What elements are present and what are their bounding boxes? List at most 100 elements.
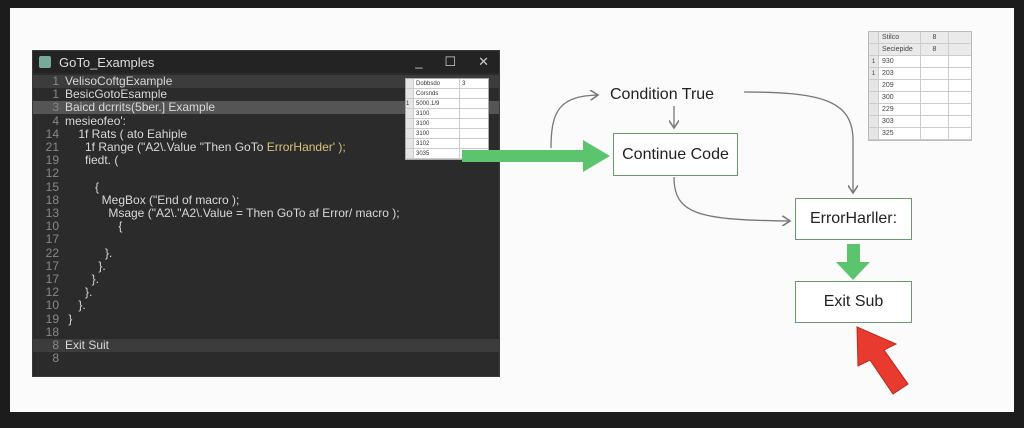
code-text: }.: [65, 245, 113, 260]
code-line[interactable]: 17 }.: [33, 258, 499, 273]
code-line[interactable]: 12 }.: [33, 286, 499, 299]
table-cell: 229: [879, 104, 921, 115]
code-line[interactable]: 17 }.: [33, 273, 499, 286]
table-cell: [921, 68, 949, 79]
code-text: VelisoCoftgExample: [65, 74, 173, 88]
code-text: Exit Suit: [65, 338, 110, 352]
line-number: 4: [52, 113, 59, 128]
line-number: 19: [45, 311, 59, 326]
code-line[interactable]: 17: [33, 233, 499, 246]
table-cell: Seciepide: [879, 44, 921, 55]
line-number: 15: [45, 179, 59, 194]
code-text: {: [65, 219, 123, 234]
line-number: 19: [45, 153, 59, 168]
mini-table-cell: Corsnds: [414, 89, 460, 98]
arrow-to-condition: [550, 95, 598, 149]
table-cell: [869, 44, 879, 55]
table-cell: 930: [879, 56, 921, 67]
code-text: }.: [65, 272, 100, 286]
line-number: 21: [45, 140, 59, 154]
table-cell: 1: [869, 68, 879, 79]
table-cell: [869, 116, 879, 127]
mini-table-row: 3100: [406, 129, 488, 139]
line-number: 17: [45, 232, 59, 247]
table-cell: [869, 32, 879, 43]
line-number: 1: [52, 87, 59, 102]
table-row: 229: [869, 104, 971, 116]
table-cell: [869, 80, 879, 91]
code-line[interactable]: 8 Exit Suit: [33, 339, 499, 352]
table-cell: [869, 128, 879, 139]
exit-sub-box: Exit Sub: [795, 281, 912, 323]
mini-table-cell: [406, 79, 414, 88]
code-line[interactable]: 18: [33, 324, 499, 339]
table-row: 325: [869, 128, 971, 140]
code-line[interactable]: 10 {: [33, 220, 499, 233]
mini-table-cell: [406, 119, 414, 128]
line-number: 12: [45, 285, 59, 300]
green-arrow-icon: [462, 140, 610, 172]
mini-table-cell: [406, 139, 414, 148]
table-cell: [921, 80, 949, 91]
code-line[interactable]: 13 Msage ("A2\."A2\.Value = Then GoTo af…: [33, 207, 499, 220]
red-pointer-arrow-icon: [856, 326, 909, 395]
code-line[interactable]: 12: [33, 167, 499, 180]
mini-table-cell: [406, 129, 414, 138]
mini-table-cell: 1: [406, 99, 414, 108]
table-cell: [921, 56, 949, 67]
mini-table-cell: 3100: [414, 109, 460, 118]
code-line[interactable]: 14 1f Rats ( ato Eahiple: [33, 126, 499, 141]
table-cell: 8: [921, 44, 949, 55]
code-line[interactable]: 18 MegBox ("End of macro );: [33, 192, 499, 207]
error-handler-box: ErrorHarller:: [795, 198, 912, 240]
close-button[interactable]: ✕: [478, 54, 489, 69]
table-cell: 300: [879, 92, 921, 103]
table-cell: [921, 128, 949, 139]
code-text: }: [65, 311, 73, 326]
code-text: 1f Rats ( ato Eahiple: [65, 126, 188, 141]
maximize-button[interactable]: ☐: [444, 54, 457, 69]
code-line[interactable]: 22 }.: [33, 245, 499, 260]
line-number: 3: [52, 100, 59, 115]
code-line[interactable]: 19 fiedt. (: [33, 154, 499, 167]
table-cell: [921, 104, 949, 115]
condition-true-label: Condition True: [610, 86, 715, 103]
table-cell: 203: [879, 68, 921, 79]
line-number: 8: [52, 351, 59, 366]
mini-table-cell: 3035: [414, 149, 460, 158]
code-line[interactable]: 8: [33, 352, 499, 365]
code-text: }.: [65, 298, 86, 313]
code-text: }.: [65, 258, 106, 273]
line-number: 18: [45, 192, 59, 207]
code-line[interactable]: 15 {: [33, 179, 499, 194]
minimize-button[interactable]: _: [415, 54, 423, 69]
code-line[interactable]: 21 1f Range ("A2\.Value "Then GoTo Error…: [33, 141, 499, 154]
line-number: 17: [45, 258, 59, 273]
table-cell: 8: [921, 32, 949, 43]
line-number: 18: [45, 324, 59, 339]
table-cell: [869, 92, 879, 103]
line-number: 8: [52, 338, 59, 352]
line-number: 14: [45, 126, 59, 141]
window-title: GoTo_Examples: [59, 54, 155, 70]
code-text: }.: [65, 285, 93, 300]
line-number: 10: [45, 298, 59, 313]
code-line[interactable]: 19 }: [33, 311, 499, 326]
code-line[interactable]: 10 }.: [33, 299, 499, 312]
table-row: 300: [869, 92, 971, 104]
mini-table-cell: 3100: [414, 129, 460, 138]
code-text: Msage ("A2\."A2\.Value = Then GoTo af Er…: [65, 206, 400, 220]
table-row: 303: [869, 116, 971, 128]
line-number: 12: [45, 166, 59, 181]
